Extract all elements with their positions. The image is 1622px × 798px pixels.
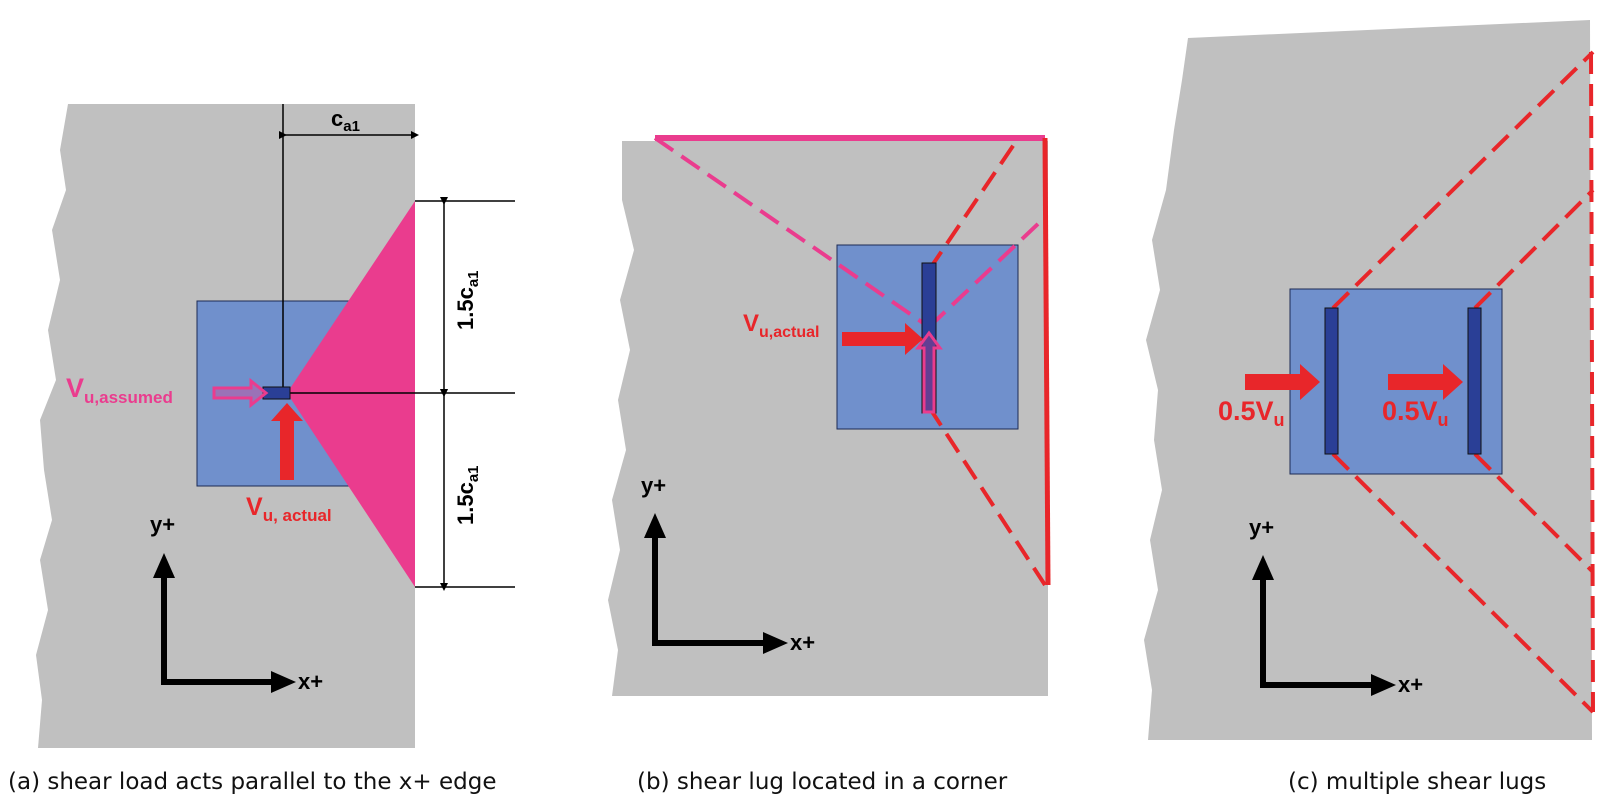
y-axis-arrowhead-a [153,553,175,578]
label-x-axis-c: x+ [1398,672,1423,697]
red-dashed-top-b [927,138,1019,272]
label-v-assumed: Vu,assumed [66,373,173,407]
y-axis-arrowhead-b [644,513,666,538]
caption-c: (c) multiple shear lugs [1288,769,1546,795]
label-ca1: ca1 [331,106,360,135]
panel-b: Vu,actual y+ x+ (b) shear lug located in… [608,135,1051,795]
free-edge-right-b [1042,137,1051,586]
label-load-right-c: 0.5Vu [1382,396,1449,430]
v-actual-arrow-b [842,323,923,355]
x-axis-arrowhead-a [271,671,296,693]
label-y-axis-b: y+ [641,473,666,498]
y-axis-arrowhead-c [1252,555,1274,580]
panel-c: 0.5Vu 0.5Vu y+ x+ (c) multiple shear lug… [1144,20,1595,795]
panel-a: ca1 1.5ca1 1.5ca1 Vu,assumed Vu, actual … [8,104,515,795]
label-1-5ca1-lower: 1.5ca1 [453,465,482,525]
breakout-cone-a [287,201,415,587]
shear-lug-c-left [1324,307,1339,455]
shear-lug-c-right [1467,307,1482,455]
label-x-axis-a: x+ [298,669,323,694]
shear-lug-a [262,386,291,400]
caption-b: (b) shear lug located in a corner [637,769,1008,795]
label-y-axis-a: y+ [150,512,175,537]
red-dashed-lug1-bottom [1331,452,1595,714]
x-axis-arrowhead-c [1371,674,1396,696]
label-x-axis-b: x+ [790,630,815,655]
red-dashed-bottom-b [927,405,1047,587]
label-v-actual-b: Vu,actual [743,310,819,341]
load-arrow-left-c [1245,364,1320,400]
label-1-5ca1-upper: 1.5ca1 [453,270,482,330]
v-assumed-arrow [212,377,269,409]
pink-dashed-left-b [653,136,931,329]
label-y-axis-c: y+ [1249,515,1274,540]
v-assumed-arrow-b [915,330,943,414]
label-v-actual-a: Vu, actual [246,493,332,525]
load-arrow-right-c [1388,364,1463,400]
red-dashed-lug2-top [1473,188,1595,310]
label-load-left-c: 0.5Vu [1218,396,1285,430]
caption-a: (a) shear load acts parallel to the x+ e… [8,769,496,795]
pink-dashed-right-b [927,220,1042,329]
red-dashed-lug1-top [1331,50,1595,310]
free-edge-dashed-right-c [1589,51,1595,713]
x-axis-arrowhead-b [763,632,788,654]
red-dashed-lug2-bottom [1473,452,1595,574]
v-actual-arrow-a [271,403,303,480]
